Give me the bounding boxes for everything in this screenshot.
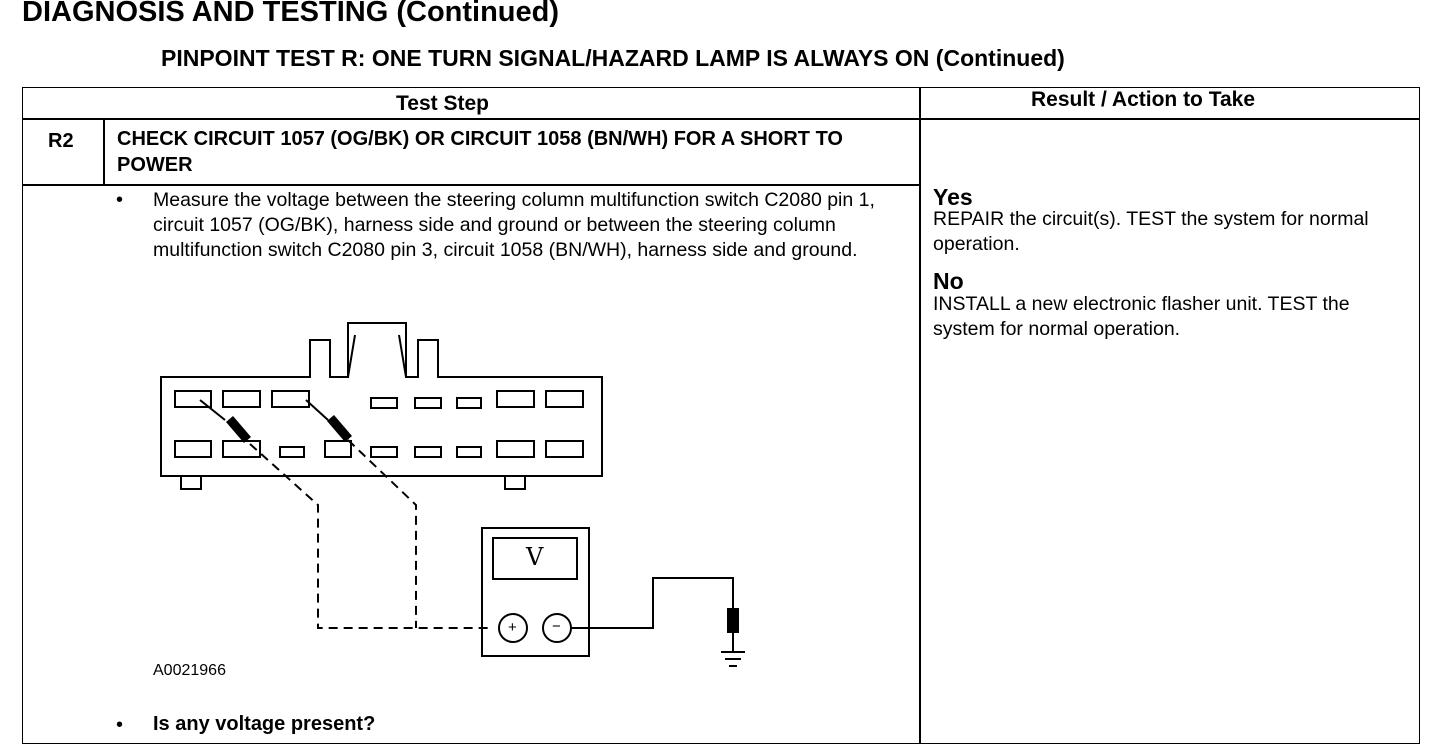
pin-slot: [496, 440, 535, 458]
plus-symbol: +: [508, 619, 517, 636]
step-title-divider: [22, 184, 919, 186]
figure-id: A0021966: [153, 662, 226, 679]
plus-terminal: [498, 613, 528, 643]
multimeter: [481, 527, 590, 657]
test-table: [22, 87, 1420, 744]
step-id-divider: [103, 118, 105, 185]
probe-body: [226, 416, 251, 443]
connector-latch: [347, 323, 407, 378]
bullet-marker: •: [116, 189, 124, 211]
pin-slot: [222, 390, 261, 408]
step-title: CHECK CIRCUIT 1057 (OG/BK) OR CIRCUIT 10…: [117, 128, 843, 176]
column-divider: [919, 87, 921, 744]
connector-foot-right: [504, 475, 526, 490]
multimeter-display: [492, 537, 578, 580]
pin-slot: [545, 440, 584, 458]
ground-lead: [571, 577, 734, 629]
test-lead: [347, 439, 417, 628]
result-yes-label: Yes: [933, 184, 973, 210]
pin-slot: [456, 397, 482, 409]
probe-body: [327, 415, 352, 442]
ground-icon: [721, 651, 745, 667]
pin-slot: [545, 390, 584, 408]
probe-tip: [305, 399, 329, 421]
pin-slot: [174, 390, 212, 408]
pin-slot: [414, 446, 442, 458]
connector-foot-left: [180, 475, 202, 490]
header-divider: [22, 118, 1420, 120]
ground-clip: [727, 608, 739, 633]
pin-slot: [174, 440, 212, 458]
pin-slot: [456, 446, 482, 458]
pin-slot: [370, 446, 398, 458]
pin-slot: [496, 390, 535, 408]
probe-tip: [199, 399, 226, 421]
result-no-label: No: [933, 268, 964, 294]
bullet-marker: •: [116, 714, 124, 736]
step-instruction: Measure the voltage between the steering…: [153, 189, 875, 261]
column-header-test-step: Test Step: [396, 92, 489, 115]
result-yes-text: REPAIR the circuit(s). TEST the system f…: [933, 208, 1369, 255]
result-no-text: INSTALL a new electronic flasher unit. T…: [933, 293, 1350, 340]
column-header-result: Result / Action to Take: [1031, 88, 1256, 111]
pin-slot: [324, 440, 352, 458]
connector-body: [160, 322, 603, 477]
test-lead: [249, 443, 490, 629]
pin-slot: [414, 397, 442, 409]
minus-symbol: −: [552, 618, 561, 635]
pin-slot: [222, 440, 261, 458]
step-id: R2: [48, 130, 74, 152]
pin-slot: [279, 446, 305, 458]
step-question: Is any voltage present?: [153, 713, 376, 735]
pinpoint-test-title: PINPOINT TEST R: ONE TURN SIGNAL/HAZARD …: [161, 45, 1065, 71]
pin-slot: [370, 397, 398, 409]
multimeter-display-label: V: [526, 543, 544, 571]
page-title: DIAGNOSIS AND TESTING (Continued): [22, 0, 560, 28]
pin-slot: [271, 390, 310, 408]
